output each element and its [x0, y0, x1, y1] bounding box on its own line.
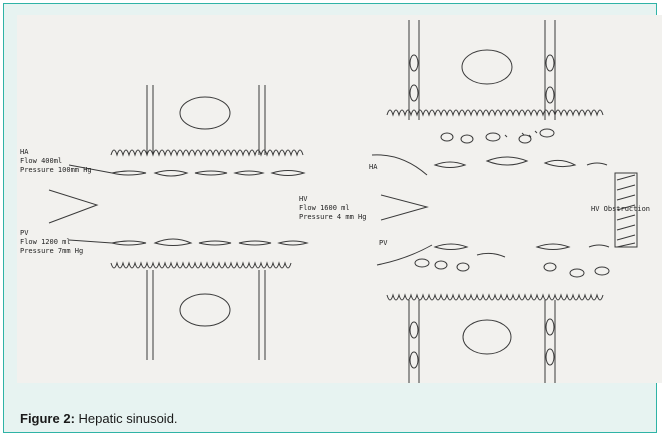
endothelial-cell	[155, 239, 191, 246]
endothelial-cell	[279, 241, 307, 245]
endothelial-cell	[545, 160, 575, 166]
left-pv-vessel-wall	[69, 240, 112, 243]
endothelial-cell	[239, 241, 271, 245]
plate-nucleus	[546, 55, 554, 71]
swollen-cell	[519, 135, 531, 143]
endothelial-cell	[537, 244, 569, 250]
endothelial-cell	[199, 241, 231, 245]
right-ha-vessel-wall	[372, 155, 427, 175]
endothelial-cell	[435, 244, 467, 250]
endothelial-cell	[155, 171, 187, 177]
endothelial-cell	[112, 171, 146, 175]
swollen-cell	[486, 133, 500, 141]
right-ha-label: HA	[369, 163, 377, 171]
left-pv-pressure: Pressure 7mm Hg	[20, 247, 83, 255]
endothelial-cell	[487, 157, 527, 165]
left-pv-flow: Flow 1200 ml	[20, 238, 71, 246]
plate-nucleus	[410, 352, 418, 368]
endothelial-cell	[112, 241, 146, 245]
swollen-cell	[570, 269, 584, 277]
left-ha-pressure: Pressure 100mm Hg	[20, 166, 92, 174]
endothelial-cell	[235, 171, 263, 175]
swollen-cell	[415, 259, 429, 267]
right-pv-vessel-wall	[377, 245, 432, 265]
plate-nucleus	[410, 55, 418, 71]
left-inlet-chevron	[49, 190, 97, 223]
plate-nucleus	[410, 85, 418, 101]
plate-nucleus	[410, 322, 418, 338]
left-top-microvilli	[111, 150, 303, 155]
left-ha-label: HA	[20, 148, 28, 156]
swollen-cell	[540, 129, 554, 137]
endothelial-cell	[272, 171, 304, 176]
right-pv-label: PV	[379, 239, 387, 247]
swollen-cell	[441, 133, 453, 141]
endothelial-cell	[435, 162, 465, 168]
figure-caption: Figure 2: Hepatic sinusoid.	[20, 411, 178, 426]
sketch-drawing	[17, 15, 662, 383]
caption-label: Figure 2:	[20, 411, 75, 426]
endothelial-cell	[195, 171, 227, 175]
swollen-cell	[461, 135, 473, 143]
left-top-hepatocyte-nucleus	[180, 97, 230, 129]
hv-obstruction-label: HV Obstruction	[591, 205, 650, 213]
left-diagram	[49, 85, 307, 360]
left-ha-flow: Flow 400ml	[20, 157, 62, 165]
right-bottom-hepatocyte-nucleus	[463, 320, 511, 354]
endothelial-cell	[589, 245, 609, 247]
left-pv-label: PV	[20, 229, 28, 237]
right-diagram	[372, 20, 637, 383]
hv-flow: Flow 1600 ml	[299, 204, 350, 212]
right-top-hepatocyte-nucleus	[462, 50, 512, 84]
swollen-cell	[435, 261, 447, 269]
plate-nucleus	[546, 349, 554, 365]
plate-nucleus	[546, 319, 554, 335]
left-bottom-hepatocyte-nucleus	[180, 294, 230, 326]
plate-nucleus	[546, 87, 554, 103]
endothelial-cell	[477, 253, 505, 257]
hv-pressure: Pressure 4 mm Hg	[299, 213, 366, 221]
right-bottom-microvilli	[387, 295, 603, 300]
hepatic-sinusoid-sketch: HA Flow 400ml Pressure 100mm Hg PV Flow …	[17, 15, 662, 383]
swollen-cell	[457, 263, 469, 271]
hv-label: HV	[299, 195, 307, 203]
swollen-cell	[544, 263, 556, 271]
caption-text: Hepatic sinusoid.	[79, 411, 178, 426]
left-bottom-microvilli	[111, 263, 291, 268]
swollen-cell	[595, 267, 609, 275]
endothelial-cell	[587, 163, 607, 165]
right-inlet-chevron	[381, 195, 427, 220]
